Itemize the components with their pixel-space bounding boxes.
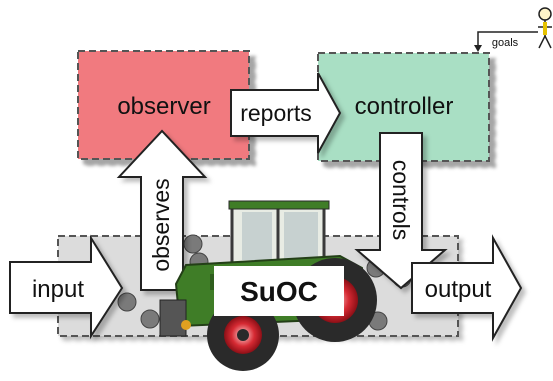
controls-arrow: controls	[354, 132, 448, 290]
reports-arrow: reports	[230, 72, 342, 154]
observer-label: observer	[117, 93, 210, 120]
output-arrow: output	[411, 234, 523, 342]
input-arrow: input	[9, 234, 124, 340]
suoc-label: SuOC	[240, 276, 318, 307]
tractor-icon: SuOC	[159, 200, 377, 371]
output-label: output	[425, 276, 492, 303]
observes-label: observes	[148, 178, 174, 271]
controls-label: controls	[388, 160, 414, 241]
controller-label: controller	[355, 93, 454, 120]
reports-label: reports	[240, 100, 312, 126]
stick-figure-icon	[538, 7, 552, 49]
input-label: input	[32, 276, 84, 303]
goals-label: goals	[492, 37, 519, 49]
goals-arrow: goals	[474, 31, 538, 52]
